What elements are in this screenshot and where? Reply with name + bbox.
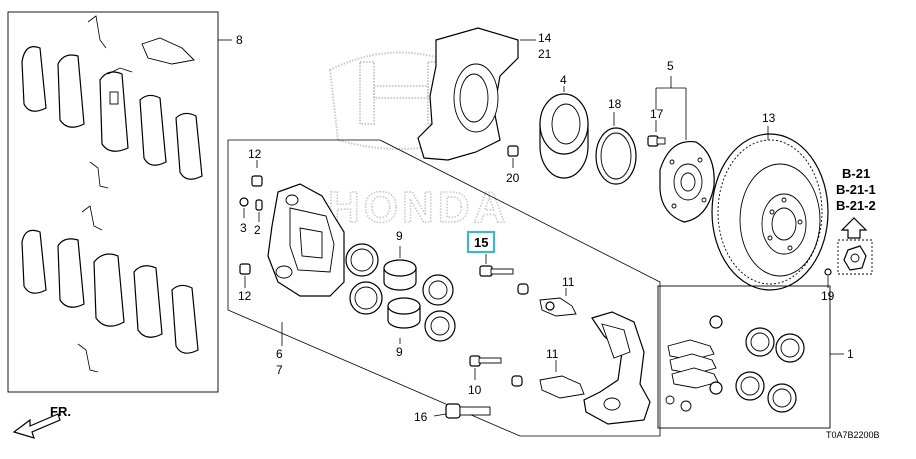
callout-17[interactable]: 17 [650,107,664,121]
highlight-15 [466,230,496,254]
lower-pads [21,205,199,373]
reference-b21-2-label[interactable]: B-21-2 [836,198,876,213]
reference-b21: B-21 B-21-1 B-21-2 [836,166,876,275]
hub-bolt-17: 17 [647,107,666,147]
callout-9-upper[interactable]: 9 [396,229,403,243]
honda-watermark: HONDA [327,51,509,233]
bearing-4: 4 [539,73,589,179]
reference-b21-1-label[interactable]: B-21-1 [836,182,876,197]
diagram-code: T0A7B2200B [826,430,880,440]
callout-1[interactable]: 1 [847,347,854,361]
callout-13[interactable]: 13 [762,111,776,125]
bolt-20: 20 [506,145,520,185]
front-direction-indicator: FR. [12,404,71,439]
callout-3[interactable]: 3 [240,221,247,235]
rotor-13: 13 [711,111,829,291]
callout-18[interactable]: 18 [608,97,622,111]
upper-pads [21,15,203,189]
pin-boot-11-upper: 11 [539,275,577,317]
hub-5: 5 [655,59,715,223]
callout-6[interactable]: 6 [276,347,283,361]
callout-14[interactable]: 14 [538,31,552,45]
repair-kit-box: 1 [657,285,854,429]
callout-20[interactable]: 20 [506,171,520,185]
callout-11-lower[interactable]: 11 [546,347,559,361]
caliper-body [267,183,345,297]
callout-5[interactable]: 5 [667,59,674,73]
screw-19: 19 [821,268,835,303]
callout-8[interactable]: 8 [236,33,243,47]
snap-ring-18: 18 [595,97,637,185]
callout-16[interactable]: 16 [414,410,428,424]
caliper-bracket [583,311,651,425]
callout-19[interactable]: 19 [821,289,835,303]
caliper-region: 6 7 [227,139,661,437]
watermark-text: HONDA [328,183,509,232]
bleeder-parts: 3 2 [239,197,263,237]
pad-set-box: 8 [7,11,243,393]
callout-4[interactable]: 4 [560,73,567,87]
callout-12-upper[interactable]: 12 [248,147,262,161]
splash-shield: 14 21 [417,27,552,161]
callout-2[interactable]: 2 [254,223,261,237]
callout-21[interactable]: 21 [538,47,552,61]
callout-7[interactable]: 7 [276,363,283,377]
bolt-16: 16 [414,403,491,424]
reference-b21-label[interactable]: B-21 [842,166,870,181]
pistons-seals: 9 9 [345,229,456,359]
direction-label: FR. [50,404,71,419]
callout-10[interactable]: 10 [468,383,482,397]
pin-bolt-10: 10 [468,355,523,397]
bolt-12-upper: 12 [248,147,263,187]
pin-boot-11-lower: 11 [539,347,585,399]
callout-9-lower[interactable]: 9 [396,345,403,359]
up-arrow-icon [840,217,868,239]
callout-11-upper[interactable]: 11 [562,275,575,289]
callout-15[interactable]: 15 [474,235,488,250]
pin-bolt-15: 15 [466,230,529,295]
bolt-12-lower: 12 [238,263,252,303]
callout-12-lower[interactable]: 12 [238,289,252,303]
